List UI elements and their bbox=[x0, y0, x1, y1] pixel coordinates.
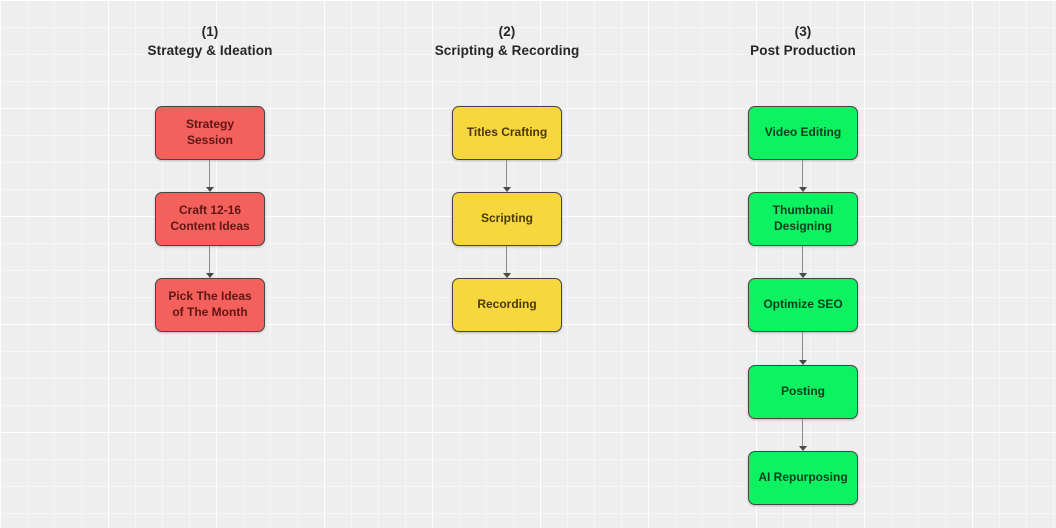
column-title: Strategy & Ideation bbox=[147, 43, 273, 58]
flow-node[interactable]: Titles Crafting bbox=[452, 106, 562, 160]
flow-node[interactable]: AI Repurposing bbox=[748, 451, 858, 505]
flow-node[interactable]: Strategy Session bbox=[155, 106, 265, 160]
connector-line bbox=[802, 246, 803, 273]
flow-node[interactable]: Optimize SEO bbox=[748, 278, 858, 332]
arrow-down-icon bbox=[799, 273, 807, 278]
flow-node[interactable]: Craft 12-16 Content Ideas bbox=[155, 192, 265, 246]
connector-line bbox=[506, 160, 507, 187]
connector-line bbox=[802, 332, 803, 360]
connector-line bbox=[802, 160, 803, 187]
column-number: (3) bbox=[794, 24, 812, 39]
flow-node[interactable]: Thumbnail Designing bbox=[748, 192, 858, 246]
column-header: (1) Strategy & Ideation bbox=[100, 22, 320, 60]
arrow-down-icon bbox=[799, 446, 807, 451]
connector-line bbox=[209, 246, 210, 273]
column-title: Post Production bbox=[750, 43, 856, 58]
arrow-down-icon bbox=[799, 187, 807, 192]
arrow-down-icon bbox=[206, 187, 214, 192]
arrow-down-icon bbox=[503, 187, 511, 192]
column-header: (2) Scripting & Recording bbox=[397, 22, 617, 60]
flow-node[interactable]: Recording bbox=[452, 278, 562, 332]
connector-line bbox=[209, 160, 210, 187]
flow-node[interactable]: Posting bbox=[748, 365, 858, 419]
arrow-down-icon bbox=[503, 273, 511, 278]
column-title: Scripting & Recording bbox=[434, 43, 580, 58]
flow-node[interactable]: Scripting bbox=[452, 192, 562, 246]
arrow-down-icon bbox=[206, 273, 214, 278]
flow-node[interactable]: Video Editing bbox=[748, 106, 858, 160]
connector-line bbox=[802, 419, 803, 446]
column-number: (2) bbox=[498, 24, 516, 39]
arrow-down-icon bbox=[799, 360, 807, 365]
column-number: (1) bbox=[201, 24, 219, 39]
connector-line bbox=[506, 246, 507, 273]
column-header: (3) Post Production bbox=[693, 22, 913, 60]
flow-node[interactable]: Pick The Ideas of The Month bbox=[155, 278, 265, 332]
